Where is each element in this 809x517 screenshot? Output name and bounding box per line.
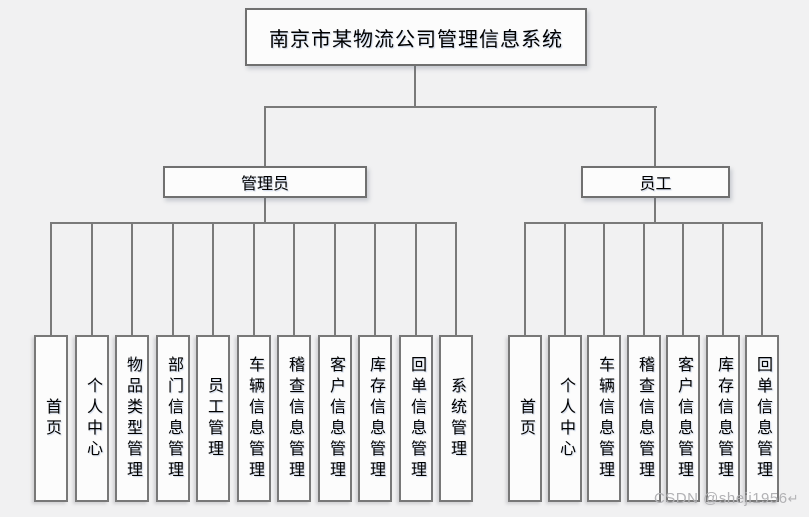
leaf-label: 个人中心 bbox=[84, 376, 101, 461]
leaf-node-staff-receipt-info-mgmt: 回单信息管理 bbox=[745, 335, 779, 502]
connector-line bbox=[91, 222, 93, 335]
connector-line bbox=[603, 222, 605, 335]
leaf-label: 部门信息管理 bbox=[165, 355, 182, 482]
leaf-label: 回单信息管理 bbox=[408, 355, 425, 482]
csdn-watermark: CSDN @sheji1956↵ bbox=[654, 490, 799, 507]
leaf-node-admin-inspection-info-mgmt: 稽查信息管理 bbox=[277, 335, 311, 502]
connector-line bbox=[455, 222, 457, 335]
leaf-label: 首页 bbox=[43, 397, 60, 440]
leaf-label: 稽查信息管理 bbox=[286, 355, 303, 482]
connector-line bbox=[264, 198, 266, 224]
leaf-node-admin-personal-center: 个人中心 bbox=[75, 335, 109, 502]
leaf-node-staff-inventory-info-mgmt: 库存信息管理 bbox=[706, 335, 740, 502]
leaf-label: 物品类型管理 bbox=[124, 355, 141, 482]
connector-line bbox=[172, 222, 174, 335]
connector-line bbox=[131, 222, 133, 335]
leaf-node-staff-customer-info-mgmt: 客户信息管理 bbox=[666, 335, 700, 502]
leaf-node-admin-customer-info-mgmt: 客户信息管理 bbox=[318, 335, 352, 502]
leaf-label: 客户信息管理 bbox=[675, 355, 692, 482]
connector-line bbox=[253, 222, 255, 335]
connector-line bbox=[50, 222, 52, 335]
leaf-label: 系统管理 bbox=[448, 376, 465, 461]
connector-line bbox=[334, 222, 336, 335]
connector-line bbox=[654, 198, 656, 224]
connector-line bbox=[761, 222, 763, 335]
leaf-node-staff-personal-center: 个人中心 bbox=[548, 335, 582, 502]
connector-line bbox=[643, 222, 645, 335]
root-node: 南京市某物流公司管理信息系统 bbox=[245, 8, 587, 66]
connector-line bbox=[524, 222, 526, 335]
connector-line bbox=[682, 222, 684, 335]
leaf-label: 稽查信息管理 bbox=[636, 355, 653, 482]
leaf-node-admin-inventory-info-mgmt: 库存信息管理 bbox=[358, 335, 392, 502]
leaf-node-admin-employee-mgmt: 员工管理 bbox=[196, 335, 230, 502]
root-node-label: 南京市某物流公司管理信息系统 bbox=[269, 28, 563, 51]
connector-line bbox=[293, 222, 295, 335]
leaf-node-admin-department-info-mgmt: 部门信息管理 bbox=[156, 335, 190, 502]
leaf-label: 员工管理 bbox=[205, 376, 222, 461]
connector-line bbox=[415, 222, 417, 335]
leaf-label: 库存信息管理 bbox=[367, 355, 384, 482]
leaf-label: 回单信息管理 bbox=[754, 355, 771, 482]
connector-line bbox=[374, 222, 376, 335]
role-node-admin: 管理员 bbox=[163, 166, 367, 198]
leaf-node-staff-inspection-info-mgmt: 稽查信息管理 bbox=[627, 335, 661, 502]
leaf-node-admin-system-mgmt: 系统管理 bbox=[439, 335, 473, 502]
leaf-node-admin-home: 首页 bbox=[34, 335, 68, 502]
leaf-node-admin-receipt-info-mgmt: 回单信息管理 bbox=[399, 335, 433, 502]
leaf-node-staff-home: 首页 bbox=[508, 335, 542, 502]
role-node-admin-label: 管理员 bbox=[240, 176, 289, 193]
leaf-label: 车辆信息管理 bbox=[596, 355, 613, 482]
leaf-label: 个人中心 bbox=[557, 376, 574, 461]
leaf-node-admin-item-type-mgmt: 物品类型管理 bbox=[115, 335, 149, 502]
return-arrow-icon: ↵ bbox=[787, 491, 799, 506]
connector-line bbox=[654, 106, 656, 166]
connector-line bbox=[212, 222, 214, 335]
connector-line bbox=[564, 222, 566, 335]
leaf-label: 首页 bbox=[517, 397, 534, 440]
role-node-staff: 员工 bbox=[581, 166, 730, 198]
leaf-label: 客户信息管理 bbox=[327, 355, 344, 482]
leaf-label: 车辆信息管理 bbox=[246, 355, 263, 482]
connector-line bbox=[264, 106, 657, 108]
role-node-staff-label: 员工 bbox=[639, 176, 672, 193]
connector-line bbox=[722, 222, 724, 335]
connector-line bbox=[414, 66, 416, 107]
csdn-watermark-text: CSDN @sheji1956 bbox=[653, 490, 788, 507]
connector-line bbox=[264, 106, 266, 166]
leaf-node-staff-vehicle-info-mgmt: 车辆信息管理 bbox=[587, 335, 621, 502]
leaf-label: 库存信息管理 bbox=[715, 355, 732, 482]
leaf-node-admin-vehicle-info-mgmt: 车辆信息管理 bbox=[237, 335, 271, 502]
